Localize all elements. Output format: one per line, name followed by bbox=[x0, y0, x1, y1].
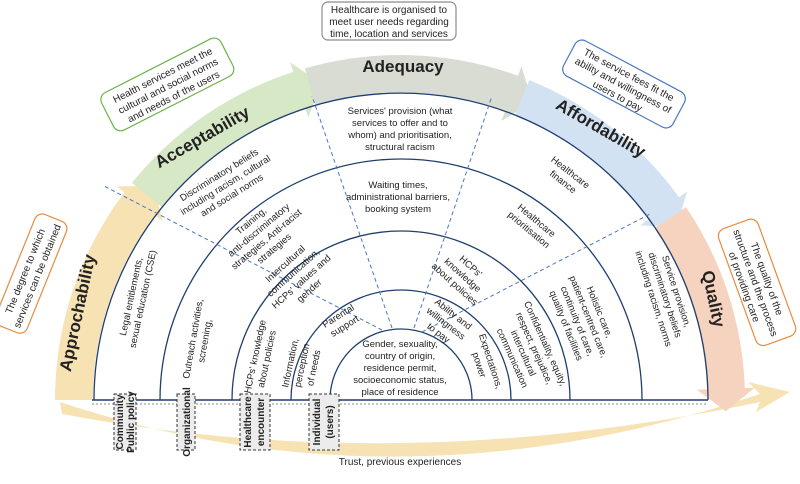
spoke-2 bbox=[311, 95, 393, 329]
spoke-3 bbox=[413, 95, 493, 329]
level-community: Community Public policy bbox=[113, 391, 137, 453]
svg-text:Public policy: Public policy bbox=[126, 391, 137, 453]
trust-label: Trust, previous experiences bbox=[339, 457, 461, 468]
ring-outer bbox=[93, 92, 709, 401]
svg-text:Services' provision (what: Services' provision (what bbox=[348, 106, 453, 117]
ring-healthcare bbox=[290, 289, 512, 401]
cell-outreach: Outreach activities, screening, bbox=[181, 298, 214, 379]
svg-text:country of origin,: country of origin, bbox=[365, 351, 435, 362]
dim-adequacy: Adequacy bbox=[362, 57, 444, 76]
svg-text:residence permit,: residence permit, bbox=[364, 363, 437, 374]
svg-text:Organizational: Organizational bbox=[182, 387, 193, 457]
spoke-4 bbox=[421, 213, 651, 333]
band-approachability bbox=[55, 186, 163, 400]
band-affordability bbox=[515, 80, 688, 228]
svg-text:whom) and prioritisation,: whom) and prioritisation, bbox=[347, 130, 452, 141]
cell-hcp-policies: HCPs' knowledge about policies bbox=[242, 319, 278, 394]
svg-text:Individual: Individual bbox=[312, 398, 323, 445]
svg-text:booking system: booking system bbox=[365, 204, 431, 215]
level-organizational: Organizational bbox=[176, 387, 196, 457]
svg-text:socioeconomic status,: socioeconomic status, bbox=[353, 375, 446, 386]
level-healthcare: Healthcare encounter bbox=[239, 393, 271, 451]
cell-information: Information, perception of needs bbox=[280, 337, 323, 388]
center-determinants: Gender, sexuality, country of origin, re… bbox=[353, 339, 446, 398]
svg-text:time, location and services: time, location and services bbox=[330, 29, 448, 40]
svg-text:meet user needs regarding: meet user needs regarding bbox=[329, 17, 449, 28]
note-approachability: The degree to which services can be obta… bbox=[0, 213, 68, 334]
cell-finance: Healthcare finance bbox=[547, 154, 591, 196]
cell-prioritisation: Healthcare prioritisation bbox=[505, 202, 557, 251]
cell-waiting: Waiting times, administrational barriers… bbox=[346, 180, 450, 215]
ring-individual bbox=[329, 328, 473, 401]
ring-organizational bbox=[231, 230, 571, 401]
cell-parental: Parental support bbox=[321, 302, 362, 339]
level-individual: Individual (users) bbox=[308, 393, 340, 451]
svg-text:(users): (users) bbox=[325, 405, 336, 438]
svg-text:Community: Community bbox=[115, 394, 126, 449]
band-adequacy bbox=[304, 54, 533, 121]
svg-text:structural racism: structural racism bbox=[365, 142, 435, 153]
band-acceptability bbox=[131, 62, 322, 207]
svg-text:Healthcare: Healthcare bbox=[243, 396, 254, 448]
spoke-1 bbox=[103, 185, 383, 331]
svg-text:administrational barriers,: administrational barriers, bbox=[346, 192, 450, 203]
svg-text:services to offer and to: services to offer and to bbox=[352, 118, 448, 129]
svg-text:encounter: encounter bbox=[256, 398, 267, 446]
band-quality bbox=[654, 207, 755, 412]
svg-text:Healthcare is organised to: Healthcare is organised to bbox=[331, 5, 448, 16]
svg-text:place of residence: place of residence bbox=[361, 387, 438, 398]
svg-text:Gender, sexuality,: Gender, sexuality, bbox=[362, 339, 437, 350]
svg-text:Waiting times,: Waiting times, bbox=[368, 180, 427, 191]
note-adequacy: Healthcare is organised to meet user nee… bbox=[321, 1, 457, 41]
ring-community bbox=[159, 158, 643, 401]
cell-services: Services' provision (what services to of… bbox=[347, 106, 452, 153]
